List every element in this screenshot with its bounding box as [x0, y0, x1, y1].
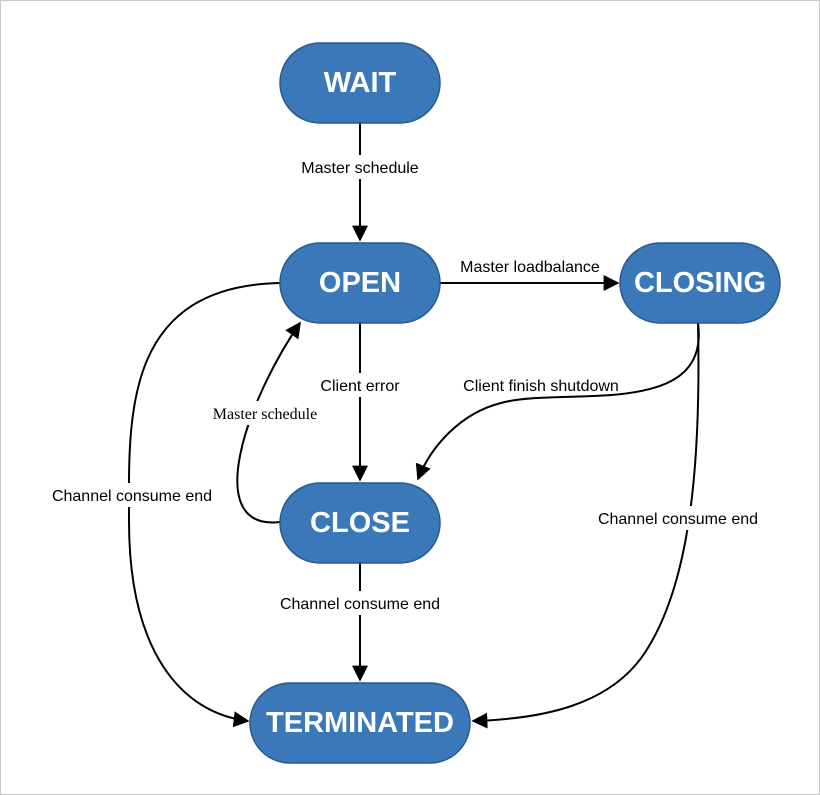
state-wait-label: WAIT — [324, 67, 397, 99]
state-terminated-label: TERMINATED — [266, 707, 454, 739]
state-open: OPEN — [279, 242, 441, 324]
state-terminated: TERMINATED — [249, 682, 471, 764]
label-closing-to-close: Client finish shutdown — [463, 378, 619, 395]
edge-open-to-terminated — [127, 282, 281, 728]
label-close-to-open: Master schedule — [213, 406, 317, 423]
state-wait: WAIT — [279, 42, 441, 124]
label-open-to-close: Client error — [320, 378, 400, 395]
state-closing: CLOSING — [619, 242, 781, 324]
edge-closing-to-terminated — [471, 322, 700, 729]
label-open-to-terminated: Channel consume end — [52, 488, 212, 505]
state-closing-label: CLOSING — [634, 267, 766, 299]
label-close-to-terminated: Channel consume end — [280, 596, 440, 613]
state-open-label: OPEN — [319, 267, 401, 299]
edge-closing-to-close — [415, 322, 700, 481]
edge-close-to-open — [236, 321, 301, 524]
state-close-label: CLOSE — [310, 507, 410, 539]
label-open-to-closing: Master loadbalance — [460, 259, 600, 276]
label-closing-to-terminated: Channel consume end — [598, 511, 758, 528]
label-wait-to-open: Master schedule — [301, 160, 418, 177]
state-close: CLOSE — [279, 482, 441, 564]
